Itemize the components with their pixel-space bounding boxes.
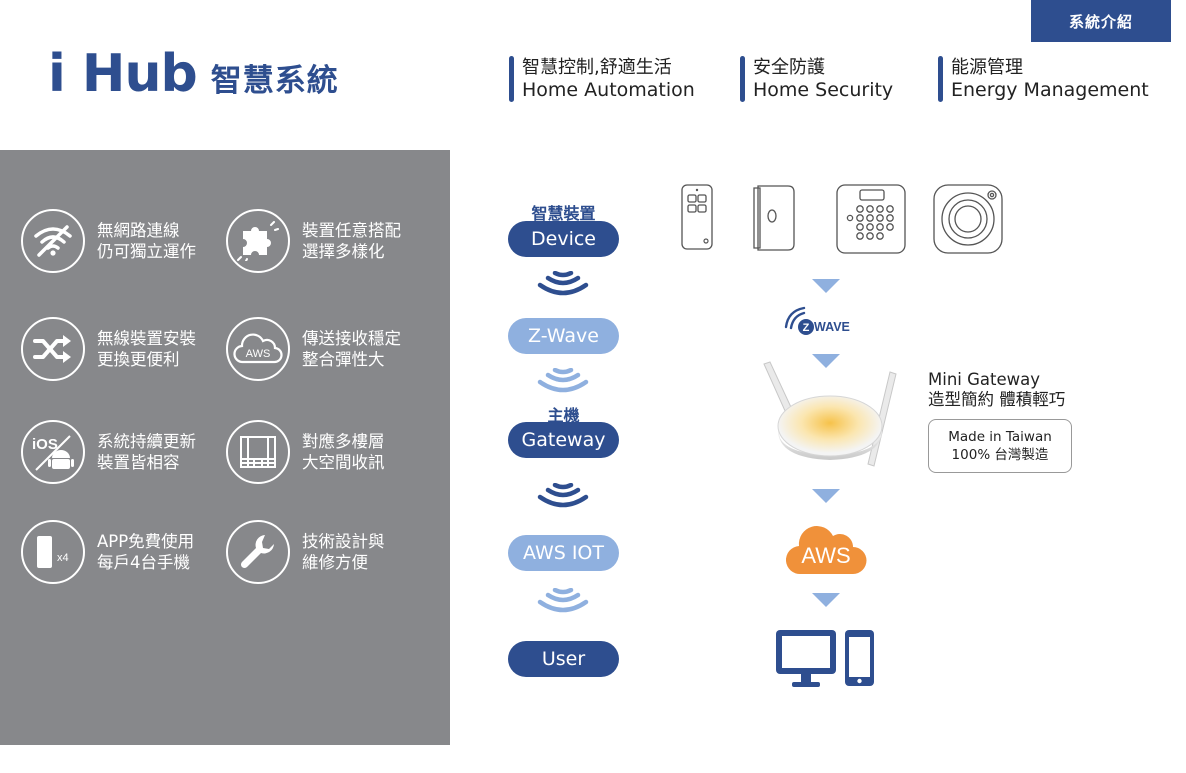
ios-android-icon: iOS [21, 420, 85, 484]
arrow-down-icon [812, 279, 840, 293]
door-sensor-icon [753, 185, 795, 251]
svg-text:AWS: AWS [246, 348, 271, 360]
svg-text:iOS: iOS [32, 436, 58, 453]
motion-sensor-icon [933, 184, 1003, 254]
benefit-compatible: iOS 系統持續更新裝置皆相容 [21, 420, 196, 484]
puzzle-icon [226, 209, 290, 273]
benefit-flexible-devices: 裝置任意搭配選擇多樣化 [226, 209, 401, 273]
svg-text:AWS: AWS [801, 543, 850, 568]
benefit-easy-install: 無線裝置安裝更換更便利 [21, 317, 196, 381]
benefit-maintenance: 技術設計與維修方便 [226, 520, 385, 584]
section-tag: 系統介紹 [1031, 0, 1171, 42]
phone-x4-icon: x4 [21, 520, 85, 584]
flow-aws-iot: AWS IOT [508, 535, 619, 571]
svg-text:WAVE: WAVE [814, 320, 850, 334]
flow-gateway: Gateway [508, 422, 619, 458]
signal-wave-light-icon [537, 588, 589, 613]
wifi-off-icon [21, 209, 85, 273]
flow-user: User [508, 641, 619, 677]
benefit-aws-stable: AWS 傳送接收穩定整合彈性大 [226, 317, 401, 381]
mini-gateway-device [763, 361, 897, 467]
zwave-logo: Z WAVE [784, 306, 850, 335]
flow-zwave: Z-Wave [508, 318, 619, 354]
remote-control-icon [681, 184, 713, 250]
keypad-icon [836, 184, 906, 254]
device-caption: 智慧裝置 [531, 204, 596, 223]
arrow-down-icon [812, 593, 840, 607]
signal-wave-light-icon [537, 368, 589, 393]
shuffle-icon [21, 317, 85, 381]
flow-device: Device [508, 221, 619, 257]
signal-wave-icon [537, 271, 589, 296]
building-icon [226, 420, 290, 484]
gateway-caption: 主機 [547, 406, 580, 425]
aws-cloud-icon: AWS [226, 317, 290, 381]
brand-subtitle: 智慧系統 [210, 63, 339, 99]
wrench-icon [226, 520, 290, 584]
signal-wave-icon [537, 483, 589, 508]
gateway-info: Mini Gateway 造型簡約 體積輕巧 [928, 370, 1066, 409]
svg-text:Z: Z [803, 322, 810, 334]
computer-phone-icon [776, 630, 874, 687]
made-in-taiwan-badge: Made in Taiwan 100% 台灣製造 [928, 419, 1072, 473]
svg-text:x4: x4 [57, 552, 69, 564]
brand-name: i Hub [48, 44, 198, 104]
benefit-free-app: x4 APP免費使用每戶4台手機 [21, 520, 194, 584]
benefit-multi-floor: 對應多樓層大空間收訊 [226, 420, 385, 484]
benefit-offline: 無網路連線仍可獨立運作 [21, 209, 196, 273]
arrow-down-icon [812, 354, 840, 368]
benefits-panel: 無網路連線仍可獨立運作 裝置任意搭配選擇多樣化 無線裝置安裝更換更便利 AWS … [0, 150, 450, 745]
arrow-down-icon [812, 489, 840, 503]
page-title: i Hub 智慧系統 [48, 44, 339, 104]
aws-cloud-logo: AWS [785, 526, 867, 575]
